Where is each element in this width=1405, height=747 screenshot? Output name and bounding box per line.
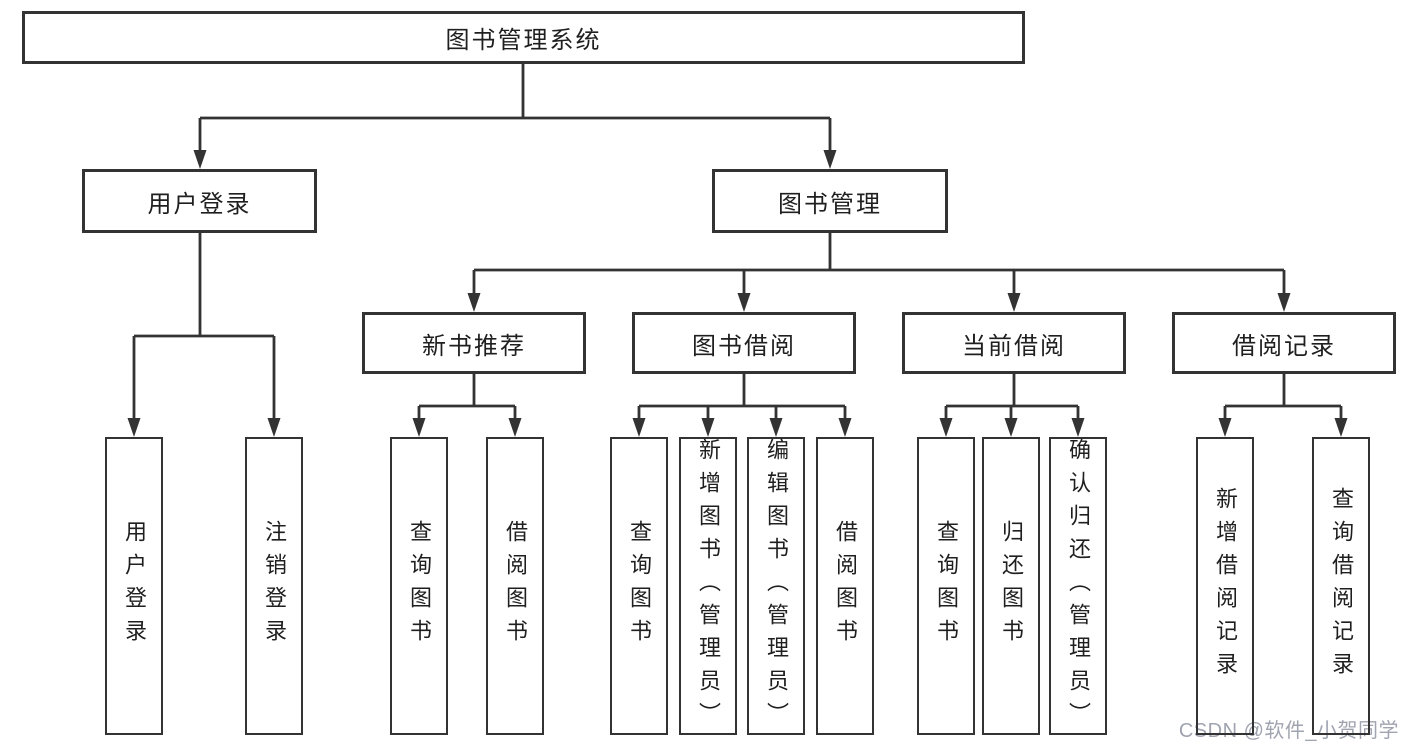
leaf-query-books-recommend: 查询图书 [390, 437, 448, 735]
node-label: 图书借阅 [692, 332, 796, 360]
csdn-watermark: CSDN @软件_小贺同学 [1178, 720, 1399, 742]
connector-strokes [132, 64, 1343, 420]
leaf-label: 查询图书 [407, 520, 432, 652]
leaf-edit-books-admin: 编辑图书（管理员） [747, 437, 805, 735]
leaf-label: 借阅图书 [503, 520, 528, 652]
node-label: 当前借阅 [962, 332, 1066, 360]
leaf-query-books-borrowing: 查询图书 [610, 437, 668, 735]
leaf-query-borrow-record: 查询借阅记录 [1312, 437, 1370, 735]
leaf-logout: 注销登录 [245, 437, 303, 735]
node-label: 借阅记录 [1232, 332, 1336, 360]
node-label: 图书管理 [778, 190, 882, 218]
node-borrowing-records: 借阅记录 [1172, 312, 1396, 374]
leaf-confirm-return-admin: 确认归还（管理员） [1049, 437, 1107, 735]
node-user-login: 用户登录 [82, 169, 317, 233]
leaf-label: 查询图书 [934, 520, 959, 652]
leaf-add-books-admin: 新增图书（管理员） [679, 437, 737, 735]
leaf-label: 归还图书 [999, 520, 1024, 652]
node-label: 图书管理系统 [445, 27, 602, 54]
leaf-label: 编辑图书（管理员） [764, 437, 789, 735]
node-library-management-system: 图书管理系统 [22, 11, 1025, 64]
leaf-label: 查询图书 [627, 520, 652, 652]
leaf-label: 新增图书（管理员） [696, 437, 721, 735]
leaf-query-books-current: 查询图书 [917, 437, 975, 735]
node-label: 新书推荐 [422, 332, 526, 360]
leaf-label: 借阅图书 [833, 520, 858, 652]
node-book-borrowing: 图书借阅 [632, 312, 856, 374]
leaf-label: 用户登录 [122, 520, 147, 652]
node-new-book-recommendation: 新书推荐 [362, 312, 586, 374]
leaf-borrow-books-recommend: 借阅图书 [486, 437, 544, 735]
leaf-label: 确认归还（管理员） [1066, 437, 1091, 735]
node-book-management: 图书管理 [712, 169, 948, 233]
node-current-borrowing: 当前借阅 [902, 312, 1126, 374]
leaf-user-login: 用户登录 [105, 437, 163, 735]
leaf-add-borrow-record: 新增借阅记录 [1196, 437, 1254, 735]
leaf-label: 注销登录 [262, 520, 287, 652]
leaf-label: 新增借阅记录 [1213, 487, 1238, 685]
leaf-return-books: 归还图书 [982, 437, 1040, 735]
arrowheads [127, 150, 1348, 437]
node-label: 用户登录 [147, 190, 252, 218]
leaf-borrow-books: 借阅图书 [816, 437, 874, 735]
leaf-label: 查询借阅记录 [1329, 487, 1354, 685]
